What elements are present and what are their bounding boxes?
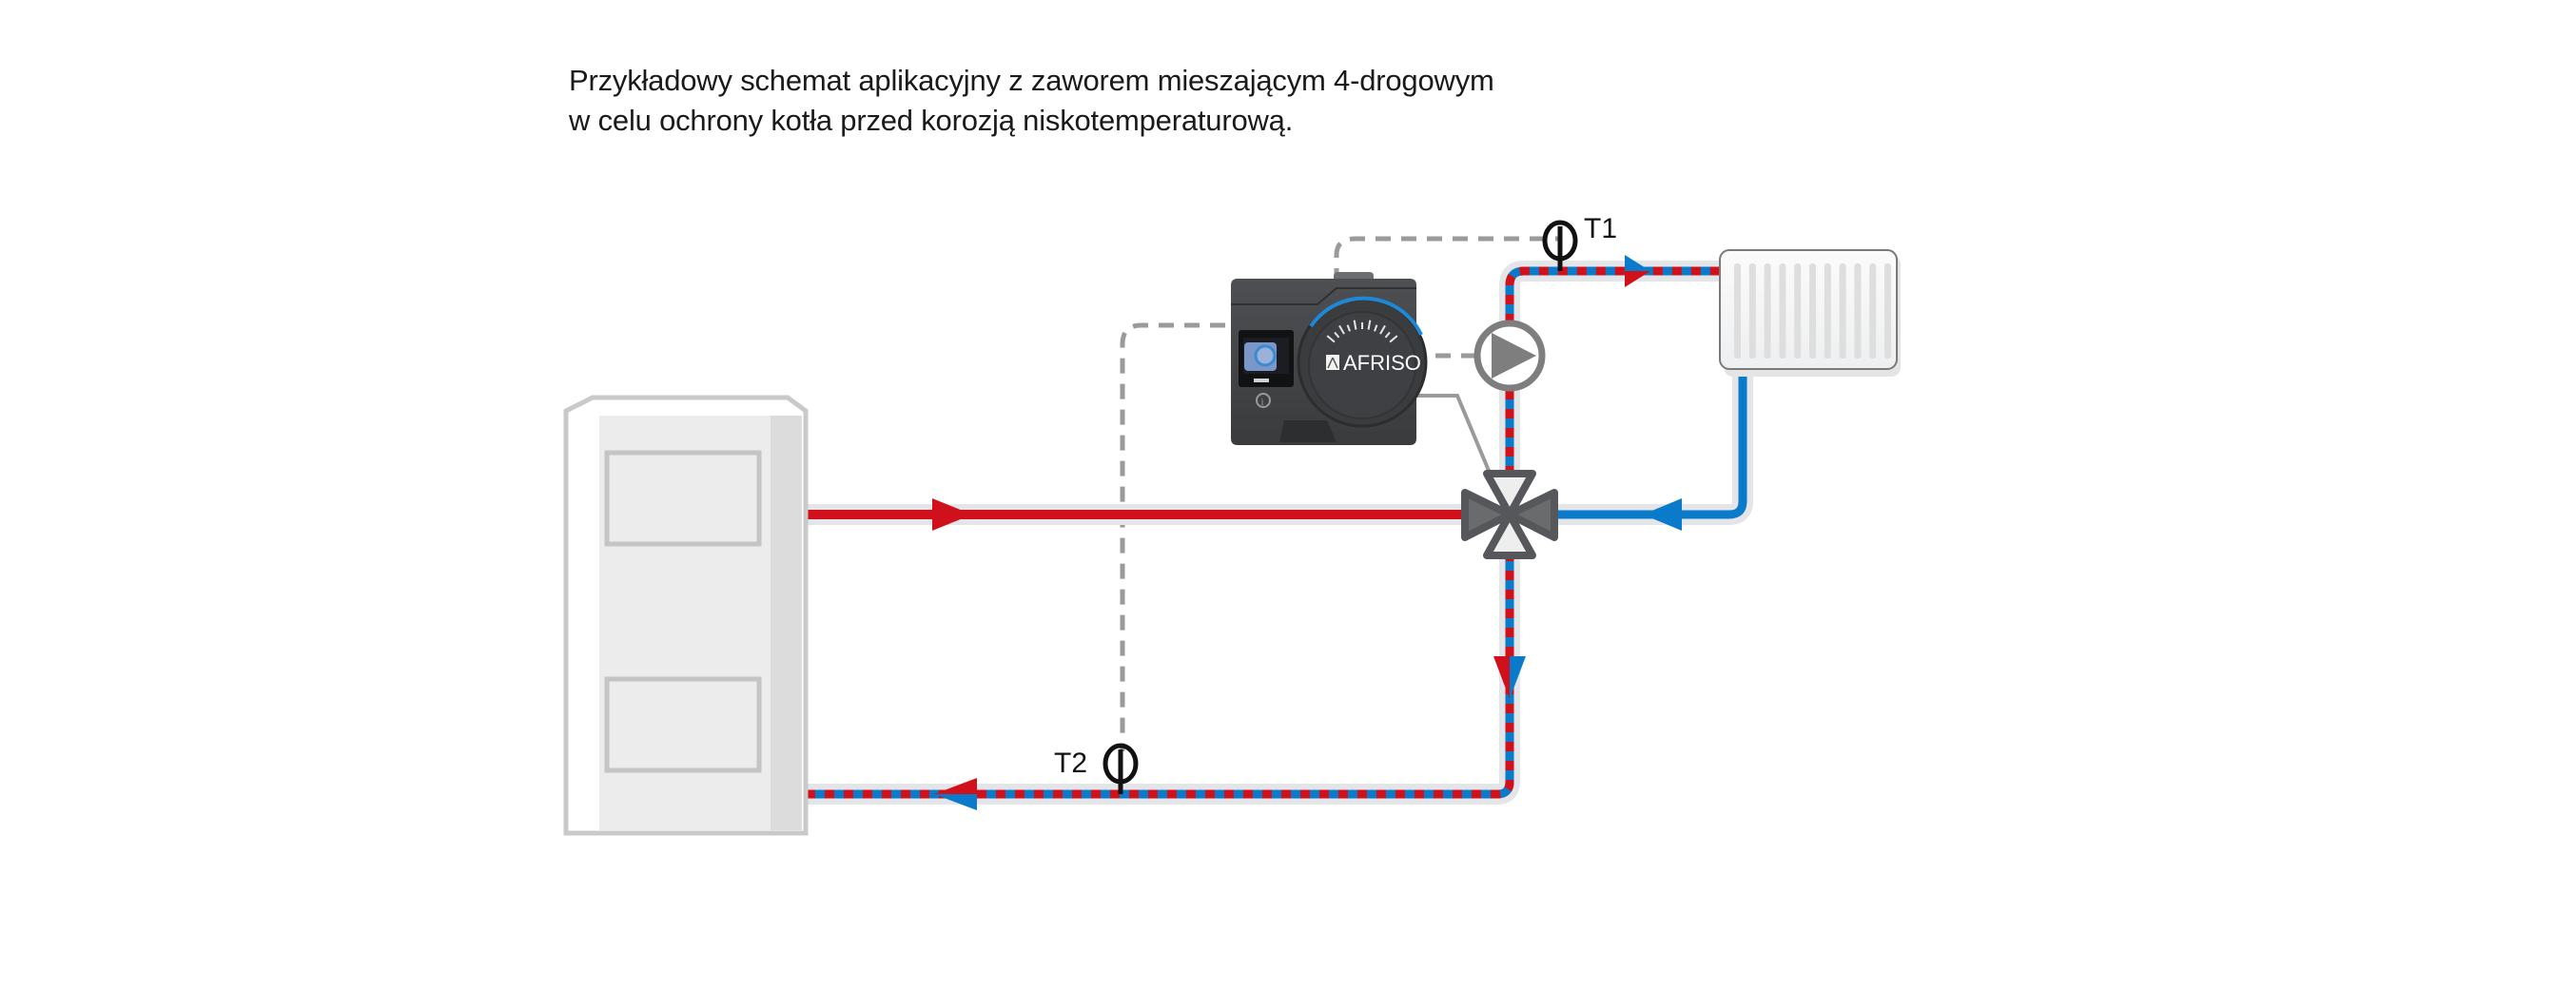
dial-tick (1384, 331, 1391, 339)
arrow-down-blue (1510, 656, 1526, 699)
info-icon (1256, 393, 1271, 408)
radiator-fin (1794, 263, 1802, 359)
dial-tick (1389, 335, 1398, 343)
sensor-t2-label: T2 (1054, 748, 1087, 779)
radiator-fin (1824, 263, 1831, 359)
signal-line-t1 (1334, 236, 1560, 283)
four-way-mixing-valve (1461, 470, 1558, 559)
dial-tick (1379, 324, 1386, 335)
arrow-return-blue (934, 794, 977, 810)
radiator (1719, 249, 1901, 377)
caption-line-2: w celu ochrony kotła przed korozją nisko… (569, 104, 1294, 137)
arrow-hot-supply (932, 498, 972, 531)
dial-tick (1367, 320, 1372, 330)
sensor-t1-label: T1 (1584, 213, 1617, 244)
boiler-door-lower (604, 676, 762, 773)
pipe-mixed-return (807, 552, 1514, 799)
pipe-mixed-supply (1505, 266, 1724, 476)
boiler (563, 395, 809, 836)
sensor-t1: T1 (1542, 213, 1617, 271)
arrow-cold-return (1643, 498, 1682, 531)
arrow-return-red (934, 778, 977, 794)
radiator-fin (1764, 263, 1771, 359)
arrow-down-red (1493, 656, 1510, 699)
radiator-fin (1884, 263, 1891, 359)
radiator-fin (1809, 263, 1816, 359)
radiator-fin (1869, 263, 1877, 359)
radiator-fin (1748, 263, 1756, 359)
valve-controller: i AFRISO (1231, 272, 1428, 445)
dial-tick (1353, 320, 1357, 330)
radiator-fin (1734, 263, 1741, 359)
radiator-fin (1854, 263, 1862, 359)
dial-tick (1346, 324, 1351, 332)
diagram-caption: Przykładowy schemat aplikacyjny z zawore… (569, 61, 1494, 141)
dial-tick (1334, 331, 1340, 339)
controller-brand: AFRISO (1343, 351, 1421, 375)
controller-dial (1308, 311, 1416, 419)
sensor-t2: T2 (1054, 743, 1139, 794)
boiler-door-upper (604, 450, 762, 547)
circulation-pump (1473, 320, 1546, 392)
radiator-fin (1779, 263, 1786, 359)
dial-tick (1374, 324, 1378, 332)
arrow-mixed-supply-blue (1625, 255, 1650, 271)
dial-tick (1338, 324, 1345, 335)
signal-line-t2 (1120, 322, 1354, 751)
radiator-fin (1839, 263, 1846, 359)
arrow-mixed-supply-red (1625, 271, 1650, 287)
caption-line-1: Przykładowy schemat aplikacyjny z zawore… (569, 64, 1494, 97)
svg-text:i: i (1261, 397, 1264, 408)
dial-tick (1326, 335, 1336, 343)
pipe-cold-return (1546, 373, 1747, 519)
